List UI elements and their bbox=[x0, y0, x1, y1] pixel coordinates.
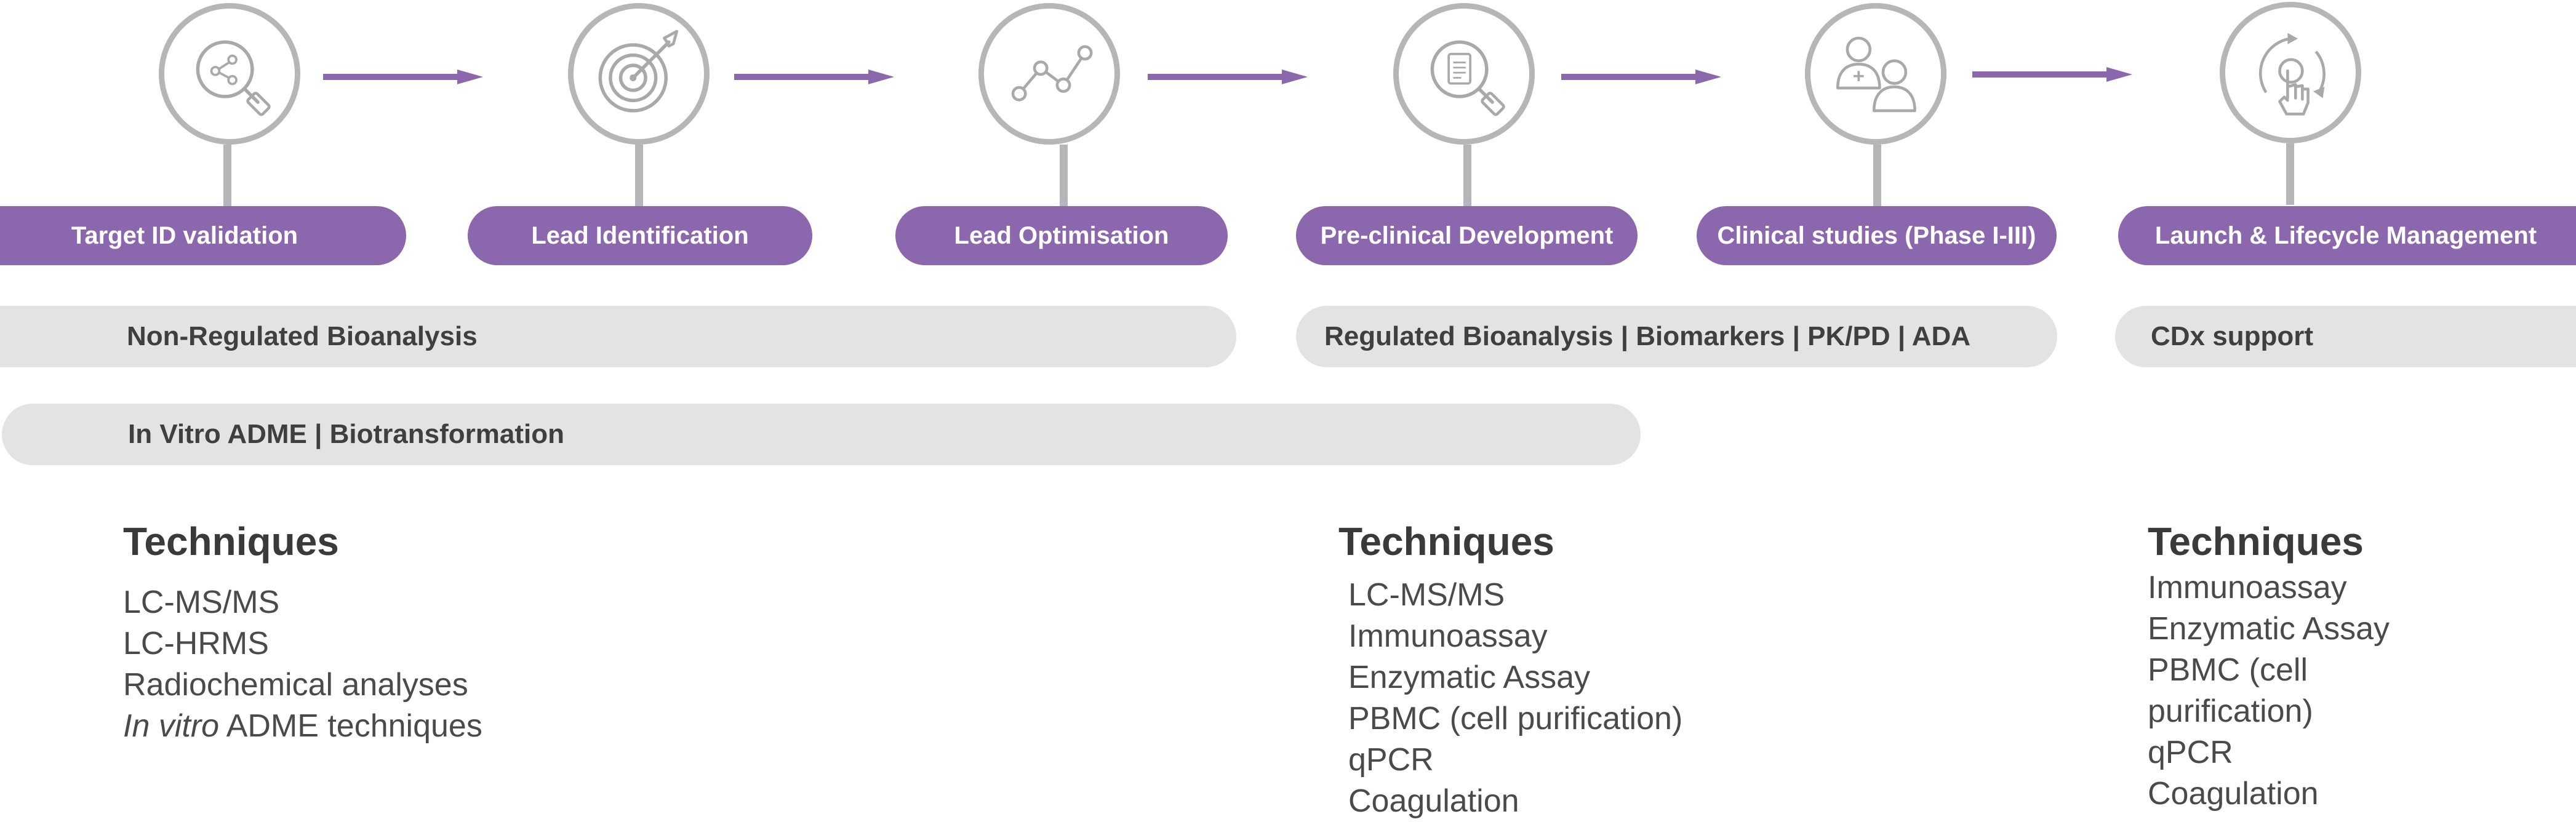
step-pill-pre-clinical: Pre-clinical Development bbox=[1296, 206, 1638, 265]
technique-item: Immunoassay bbox=[1348, 618, 1548, 654]
pre-clinical-connector bbox=[1463, 145, 1471, 206]
techniques-block-2: Techniques LC-MS/MS Immunoassay Enzymati… bbox=[1338, 522, 1682, 822]
target-id-connector bbox=[223, 145, 231, 206]
magnifier-document-icon bbox=[1430, 40, 1505, 116]
line-chart-icon bbox=[1011, 45, 1093, 102]
techniques-heading: Techniques bbox=[1338, 519, 1554, 564]
arrow-2 bbox=[734, 70, 894, 84]
hand-cycle-icon bbox=[2258, 33, 2326, 116]
lead-identification-circle bbox=[568, 3, 710, 145]
technique-item: purification) bbox=[2148, 693, 2313, 729]
techniques-block-3: Techniques Immunoassay Enzymatic Assay P… bbox=[2148, 522, 2390, 815]
techniques-list: Immunoassay Enzymatic Assay PBMC (cell p… bbox=[2148, 567, 2390, 815]
technique-item: Coagulation bbox=[2148, 776, 2319, 812]
techniques-block-1: Techniques LC-MS/MS LC-HRMS Radiochemica… bbox=[123, 522, 482, 747]
lead-identification-connector bbox=[635, 145, 643, 206]
technique-italic-part: In vitro bbox=[123, 708, 220, 744]
technique-item: LC-MS/MS bbox=[1348, 577, 1505, 613]
pre-clinical-circle bbox=[1393, 3, 1535, 145]
technique-item: LC-HRMS bbox=[123, 626, 269, 661]
technique-item: PBMC (cell bbox=[2148, 652, 2308, 688]
step-pill-clinical-studies: Clinical studies (Phase I-III) bbox=[1697, 206, 2057, 265]
lead-optimisation-circle bbox=[978, 3, 1120, 145]
arrow-1 bbox=[323, 70, 483, 84]
arrow-5 bbox=[1972, 67, 2132, 82]
bar-non-regulated: Non-Regulated Bioanalysis bbox=[0, 306, 1236, 367]
technique-item: Enzymatic Assay bbox=[1348, 660, 1591, 695]
technique-item: PBMC (cell purification) bbox=[1348, 701, 1683, 736]
launch-lifecycle-circle bbox=[2220, 2, 2361, 143]
step-pill-launch-lifecycle: Launch & Lifecycle Management bbox=[2118, 206, 2576, 265]
technique-item: qPCR bbox=[1348, 742, 1434, 778]
magnifier-molecule-icon bbox=[196, 40, 271, 116]
technique-item: qPCR bbox=[2148, 735, 2233, 770]
technique-item: LC-MS/MS bbox=[123, 585, 280, 620]
bar-in-vitro: In Vitro ADME | Biotransformation bbox=[2, 404, 1641, 465]
target-arrow-icon bbox=[598, 30, 679, 113]
arrow-3 bbox=[1148, 70, 1308, 84]
technique-rest-part: ADME techniques bbox=[219, 708, 482, 744]
arrow-4 bbox=[1561, 70, 1721, 84]
techniques-list: LC-MS/MS Immunoassay Enzymatic Assay PBM… bbox=[1338, 575, 1682, 822]
technique-item: Immunoassay bbox=[2148, 570, 2347, 605]
bar-regulated: Regulated Bioanalysis | Biomarkers | PK/… bbox=[1296, 306, 2057, 367]
techniques-list: LC-MS/MS LC-HRMS Radiochemical analyses … bbox=[123, 582, 482, 747]
launch-lifecycle-connector bbox=[2286, 143, 2294, 205]
technique-item: Enzymatic Assay bbox=[2148, 611, 2390, 647]
techniques-heading: Techniques bbox=[123, 519, 339, 564]
target-id-circle bbox=[159, 3, 300, 145]
step-pill-target-id: Target ID validation bbox=[0, 206, 406, 265]
technique-item: Coagulation bbox=[1348, 783, 1519, 819]
doctor-patient-icon bbox=[1836, 36, 1916, 113]
step-pill-lead-optimisation: Lead Optimisation bbox=[895, 206, 1228, 265]
clinical-studies-connector bbox=[1873, 145, 1881, 206]
technique-item: Radiochemical analyses bbox=[123, 667, 468, 703]
bar-cdx: CDx support bbox=[2115, 306, 2576, 367]
techniques-heading: Techniques bbox=[2148, 519, 2364, 564]
lead-optimisation-connector bbox=[1060, 145, 1068, 206]
clinical-studies-circle bbox=[1805, 3, 1946, 145]
step-pill-lead-identification: Lead Identification bbox=[468, 206, 812, 265]
technique-item: In vitro ADME techniques bbox=[123, 706, 482, 747]
